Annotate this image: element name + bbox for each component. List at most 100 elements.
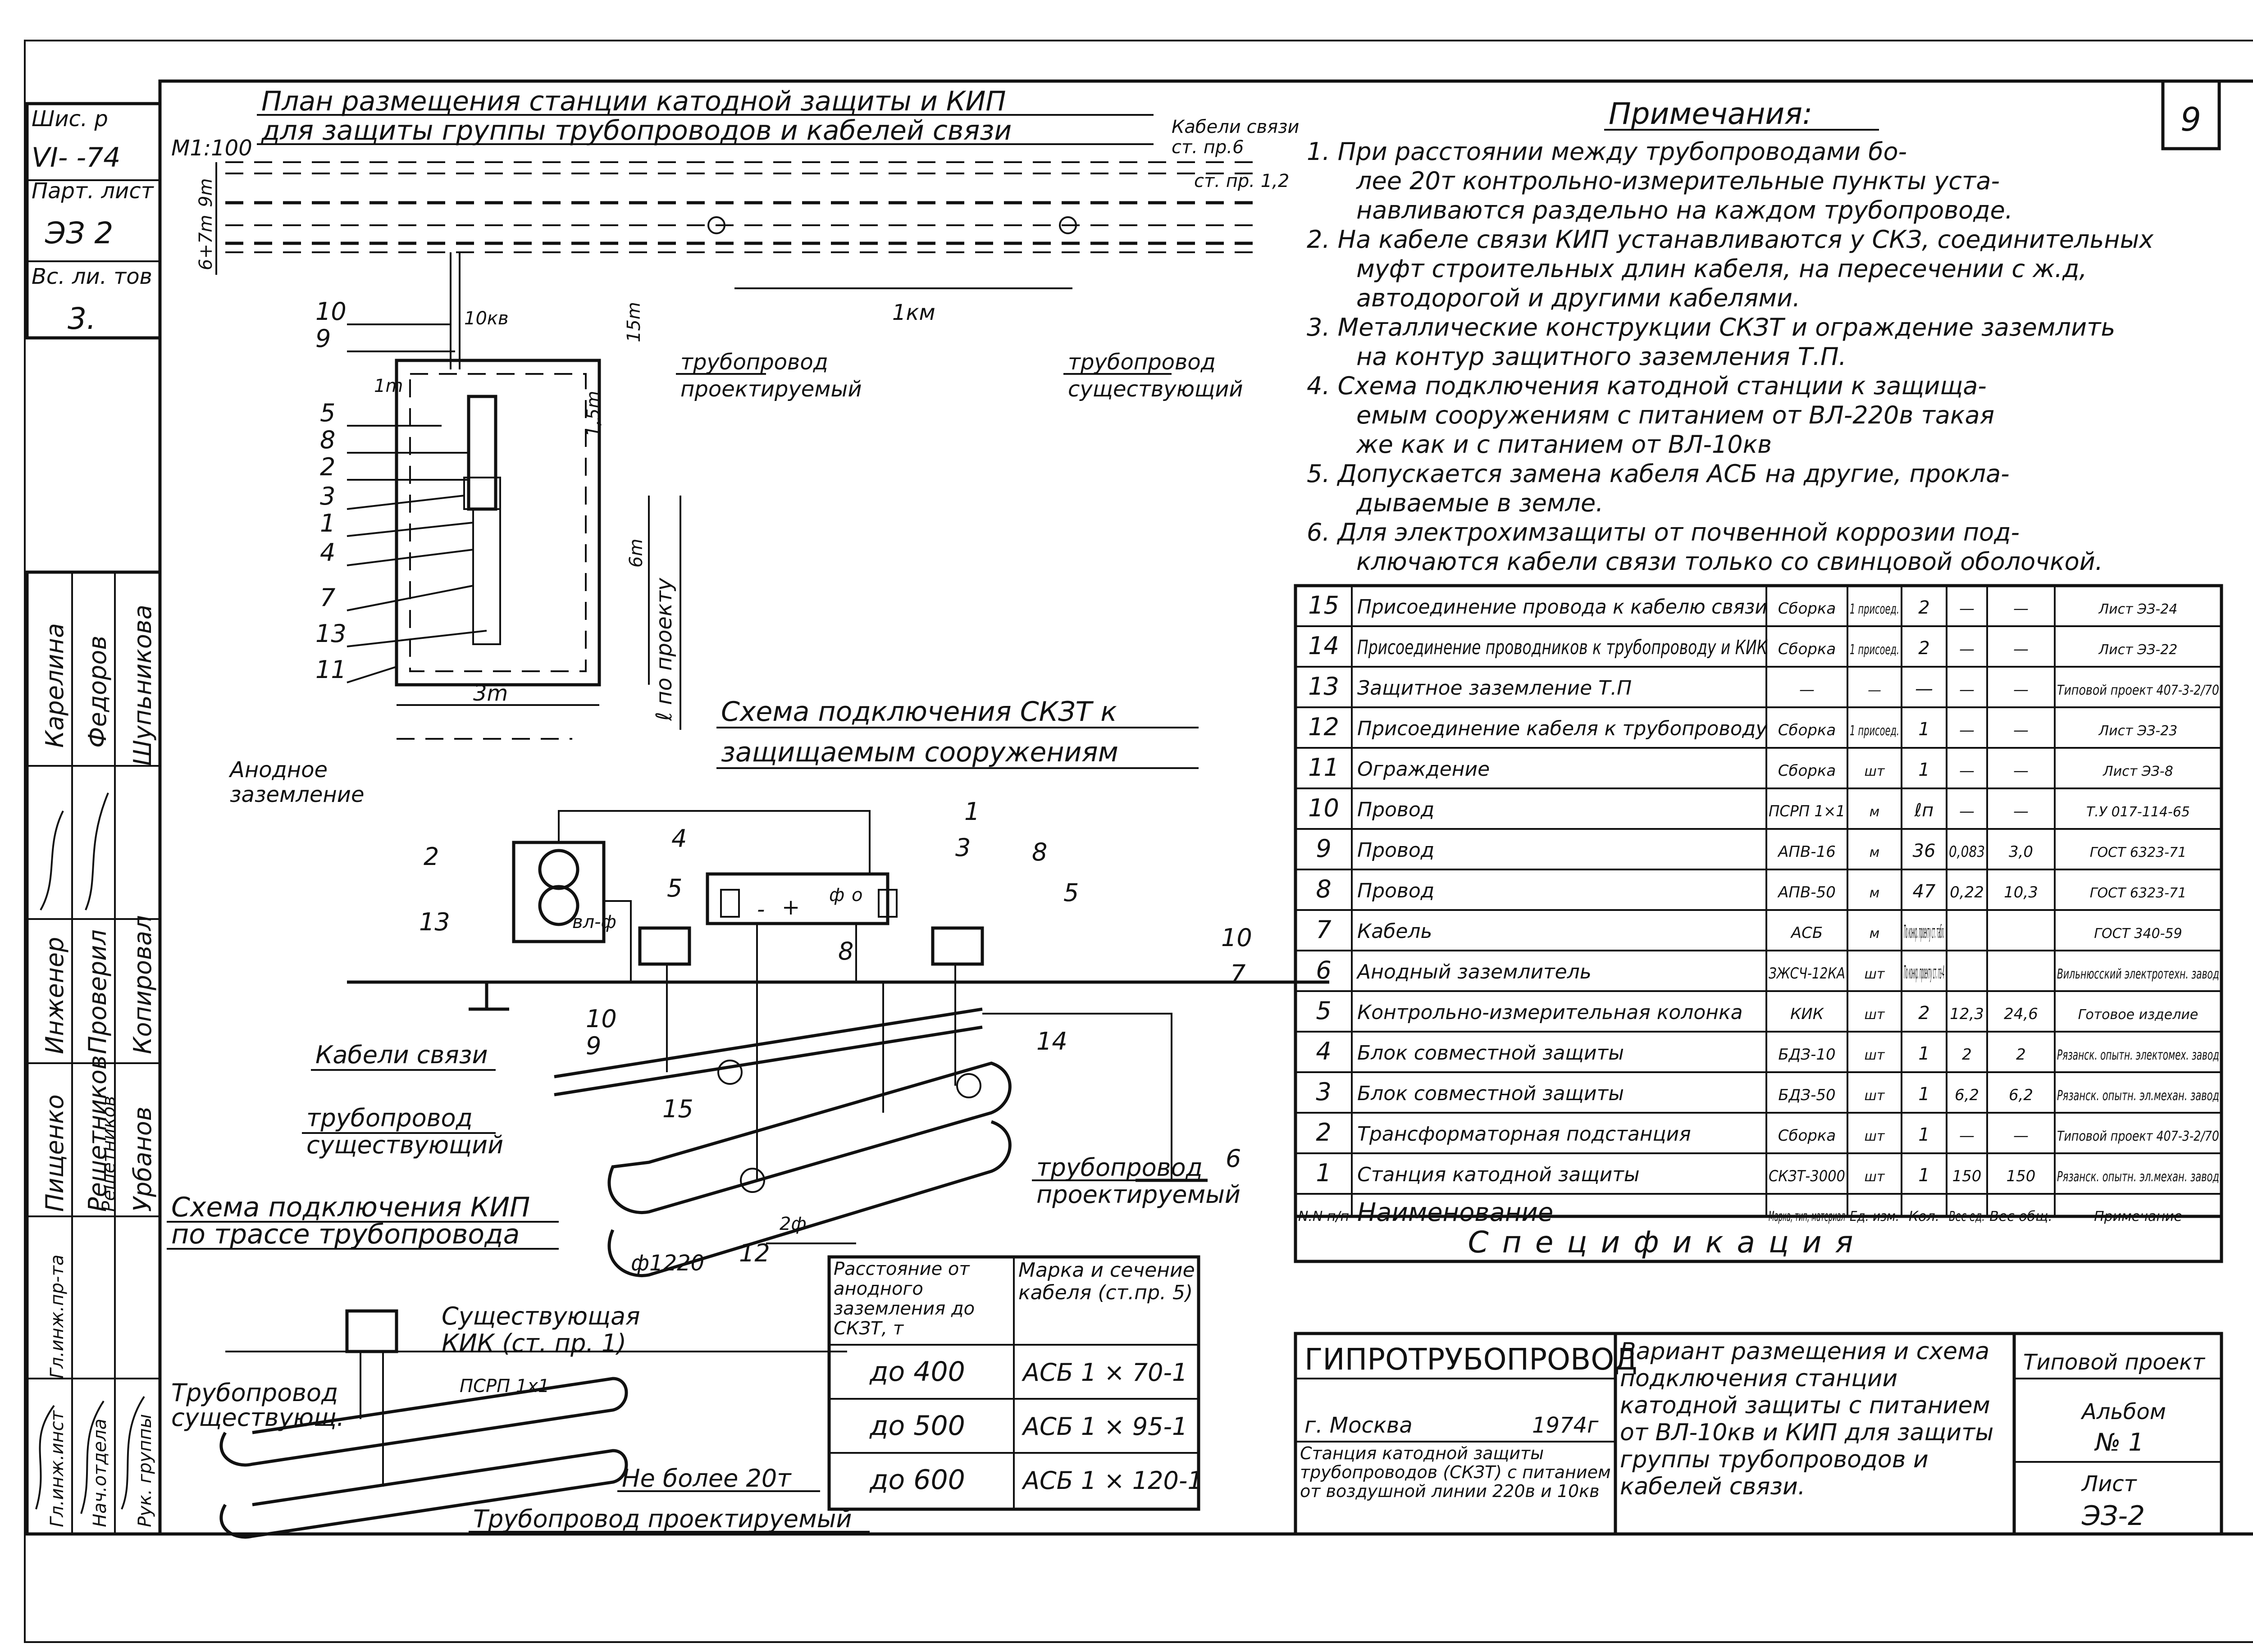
- spec-cell: 1: [1918, 719, 1929, 740]
- scheme1-callout: 7: [1230, 960, 1245, 988]
- pipe-proposed: [219, 1449, 628, 1539]
- spec-cell: Примечание: [2094, 1209, 2182, 1224]
- spec-cell: СКЗТ-3000: [1769, 1167, 1845, 1185]
- tb-sheet-value: ЭЗ-2: [2081, 1500, 2145, 1532]
- spec-cell: шт: [1865, 966, 1885, 982]
- distance-header2: Марка и сечение кабеля (ст.пр. 5): [1018, 1259, 1195, 1304]
- spec-cell: Трансформаторная подстанция: [1357, 1123, 1691, 1146]
- spec-cell: 150: [1952, 1167, 1982, 1185]
- distance-cell: АСБ 1 × 120-1: [1022, 1466, 1203, 1495]
- connection-15: [717, 1060, 743, 1085]
- note-line: же как и с питанием от ВЛ-10кв: [1355, 430, 1772, 459]
- distance-header1: Расстояние от анодного заземления до СКЗ…: [834, 1259, 975, 1339]
- plan-callout: 9: [315, 324, 331, 353]
- spec-cell: АСБ: [1790, 924, 1823, 942]
- scheme1-title-line2: защищаемым сооружениям: [721, 737, 1118, 768]
- plan-dim-6m: 6+7m: [196, 215, 216, 270]
- spec-cell: Сборка: [1778, 640, 1836, 658]
- spec-cell: Лист ЭЗ-22: [2098, 642, 2178, 658]
- pipe-exist-line1: трубопровод: [1068, 350, 1216, 375]
- spec-cell: 4: [1316, 1037, 1331, 1065]
- note-line: 6. Для электрохимзащиты от почвенной кор…: [1307, 518, 2020, 546]
- spec-cell: Присоединение проводников к трубопроводу…: [1357, 636, 1768, 659]
- kip-symbol: [707, 216, 725, 234]
- sig-person: Решетников: [99, 1096, 119, 1212]
- note-line: 5. Допускается замена кабеля АСБ на друг…: [1307, 460, 2010, 488]
- spec-cell: 5: [1316, 997, 1331, 1025]
- pipe-exist-line2: существующий: [1068, 377, 1243, 402]
- spec-cell: Вильнюсский электротехн. завод: [2057, 966, 2219, 982]
- sig-role: Инженер: [41, 937, 69, 1054]
- spec-cell: —: [2013, 1127, 2029, 1145]
- sig-role: Рук. группы: [135, 1414, 155, 1527]
- pipe-exist-line2: существующий: [306, 1131, 503, 1159]
- left-strip: Шис. р VI- -74 Парт. лист ЭЗ 2 Вс. ли. т…: [25, 102, 162, 340]
- spec-cell: 1 присоед.: [1850, 601, 1899, 617]
- cables-label: Кабели связи: [315, 1041, 488, 1069]
- plan-callout: 13: [315, 619, 347, 648]
- spec-cell: 13: [1308, 672, 1339, 701]
- spec-cell: По конкр. проекту ст. табл.: [1904, 922, 1944, 942]
- station-block: [720, 889, 740, 918]
- kip-symbol: [1059, 216, 1077, 234]
- signature-scribbles: [40, 792, 109, 910]
- scheme1-callout: 10: [586, 1005, 617, 1033]
- tb-sheet-label: Лист: [2081, 1471, 2138, 1497]
- spec-cell: Блок совместной защиты: [1357, 1042, 1624, 1065]
- distance-table: Расстояние от анодного заземления до СКЗ…: [827, 1255, 1203, 1511]
- scheme1-section: Схема подключения СКЗТ к защищаемым соор…: [302, 696, 1329, 1277]
- spec-cell: Рязанск. опытн. эл.механ. завод: [2057, 1169, 2219, 1185]
- spec-cell: Сборка: [1778, 600, 1836, 618]
- spec-cell: —: [2013, 721, 2029, 739]
- pipe-exist-line1: Трубопровод: [171, 1379, 338, 1407]
- spec-cell: БДЗ-50: [1778, 1086, 1835, 1104]
- plan-callout: 1: [320, 509, 335, 537]
- scheme1-callout: 4: [671, 824, 687, 853]
- spec-cell: 2: [1918, 638, 1929, 659]
- spec-cell: 15: [1308, 591, 1339, 619]
- scheme2-title-line1: Схема подключения КИП: [171, 1192, 530, 1223]
- transformer-label: вл-ф: [572, 912, 616, 933]
- spec-cell: ЗЖСЧ-12КА: [1769, 965, 1845, 983]
- connection-12: [740, 1168, 765, 1193]
- station-inner: [409, 373, 587, 672]
- signature-frame: [25, 570, 162, 1536]
- spec-cell: 47: [1913, 881, 1936, 902]
- spec-cell: 2: [1962, 1046, 1972, 1064]
- spec-cell: Блок совместной защиты: [1357, 1082, 1624, 1105]
- note-line: емым сооружениям с питанием от ВЛ-220в т…: [1356, 401, 1994, 429]
- note-line: 2. На кабеле связи КИП устанавливаются у…: [1307, 225, 2154, 254]
- plan-callout: 3: [320, 482, 335, 510]
- spec-cell: Лист ЭЗ-23: [2098, 723, 2178, 739]
- spec-cell: ГОСТ 340-59: [2094, 926, 2182, 942]
- spec-cell: КИК: [1790, 1005, 1824, 1023]
- spec-cell: 3: [1316, 1078, 1331, 1106]
- inv-value: 3.: [68, 301, 96, 336]
- spec-cell: —: [1959, 640, 1975, 658]
- spec-cell: Анодный заземлитель: [1356, 960, 1592, 983]
- spec-cell: Кабель: [1357, 920, 1432, 943]
- station-minus: -: [757, 897, 765, 922]
- plan-callout: 2: [320, 453, 335, 481]
- spec-cell: Лист ЭЗ-24: [2098, 601, 2178, 617]
- plan-cable-note: ст. пр.6: [1172, 137, 1244, 158]
- anode-label-line2: заземление: [230, 782, 365, 807]
- note-line: на контур защитного заземления Т.П.: [1356, 342, 1847, 371]
- plan-cable-label: Кабели связи: [1172, 117, 1299, 137]
- spec-cell: 1: [1918, 1124, 1929, 1145]
- plan-callout: 4: [320, 538, 335, 567]
- spec-cell: —: [1959, 1127, 1975, 1145]
- tb-variant-box: Вариант размещения и схема подключения с…: [1620, 1338, 1993, 1500]
- spec-cell: 150: [2007, 1167, 2036, 1185]
- spec-cell: —: [1868, 683, 1881, 698]
- plan-dim-1km: 1км: [892, 300, 935, 325]
- plan-dim-6m-b: 6m: [626, 539, 647, 568]
- scheme1-callout: 9: [586, 1032, 601, 1060]
- spec-cell: 3,0: [2009, 843, 2033, 861]
- spec-cell: Типовой проект 407-3-2/70: [2057, 1129, 2219, 1144]
- scheme1-callout: 12: [739, 1239, 770, 1267]
- scheme2-cable: ПСРП 1х1: [460, 1376, 550, 1397]
- distance-cell: АСБ 1 × 70-1: [1022, 1358, 1187, 1387]
- spec-cell: 14: [1308, 632, 1339, 660]
- tb-album-value: № 1: [2094, 1428, 2144, 1456]
